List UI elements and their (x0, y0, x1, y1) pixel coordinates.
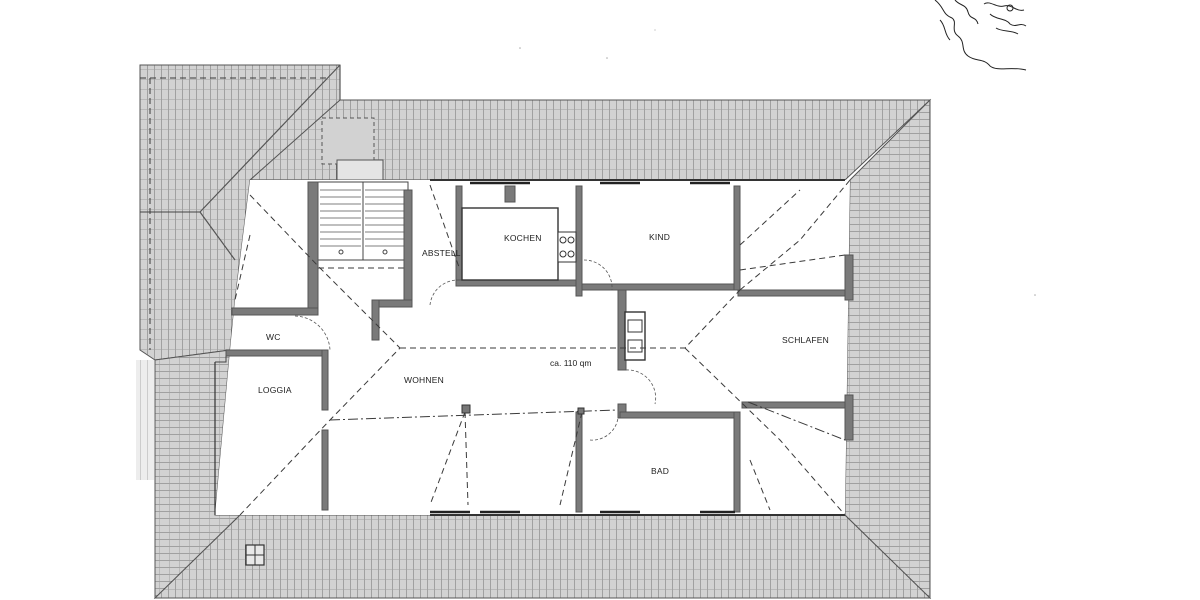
label-schlafen: SCHLAFEN (782, 335, 829, 345)
label-bad: BAD (651, 466, 669, 476)
label-wohnen: WOHNEN (404, 375, 444, 385)
label-loggia: LOGGIA (258, 385, 292, 395)
roof (136, 64, 932, 600)
staircase (317, 181, 409, 269)
interior (214, 179, 854, 516)
kitchen-counter (461, 207, 577, 281)
label-kochen: KOCHEN (504, 233, 542, 243)
area-label: ca. 110 qm (550, 358, 591, 368)
ceiling-slope-lines (234, 179, 851, 516)
room-labels: KOCHEN KIND ABSTELL WC SCHLAFEN LOGGIA W… (258, 232, 829, 476)
tree-icon (934, 0, 1027, 71)
roof-faint (136, 360, 154, 480)
roof-bottom (153, 514, 932, 599)
walls (225, 181, 854, 513)
label-kind: KIND (649, 232, 670, 242)
roof-right (844, 98, 931, 600)
fireplace (624, 311, 646, 361)
label-wc: WC (266, 332, 281, 342)
label-abstell: ABSTELL (422, 248, 461, 258)
